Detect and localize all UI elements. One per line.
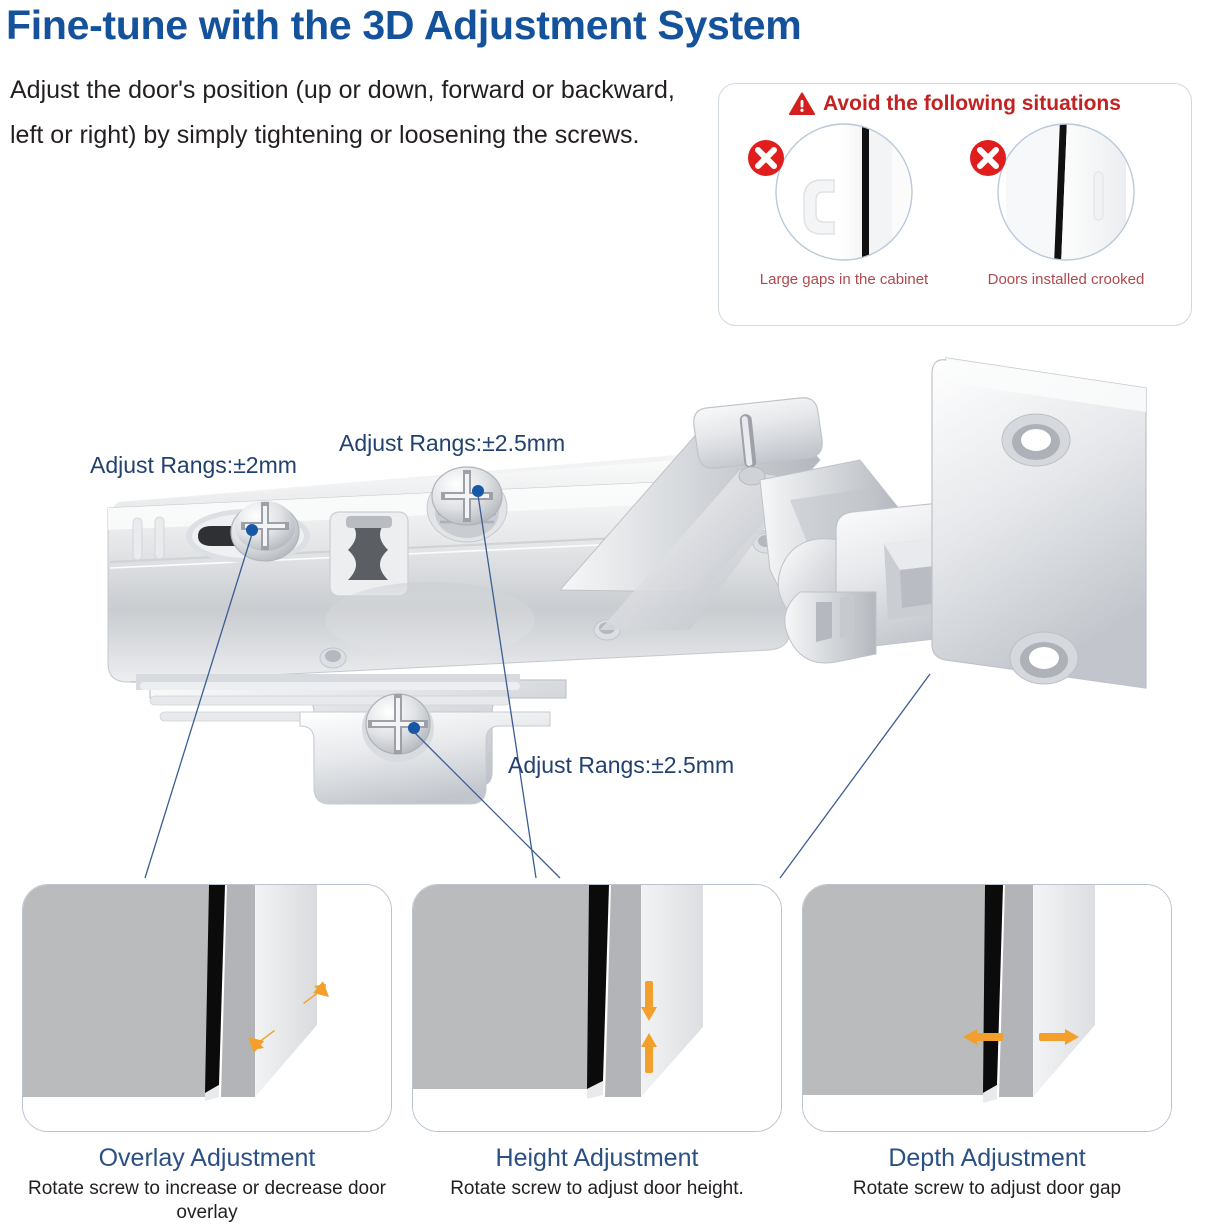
panel-height-adjustment: Height Adjustment Rotate screw to adjust… <box>412 884 782 1225</box>
red-x-icon <box>746 138 786 178</box>
panel-figure-overlay <box>22 884 392 1132</box>
callout-label-height: Adjust Rangs:±2.5mm <box>339 430 566 456</box>
panel-depth-adjustment: Depth Adjustment Rotate screw to adjust … <box>802 884 1172 1225</box>
warning-illustration-crooked-door <box>966 120 1166 265</box>
marker-depth <box>408 722 420 734</box>
panel-desc-overlay: Rotate screw to increase or decrease doo… <box>27 1178 386 1223</box>
callout-label-overlay: Adjust Rangs:±2mm <box>90 452 297 478</box>
callout-label-depth: Adjust Rangs:±2.5mm <box>508 752 735 778</box>
warning-triangle-icon <box>789 92 816 116</box>
warning-item-crooked-door: Doors installed crooked <box>966 120 1166 288</box>
warning-items: Large gaps in the cabinet <box>719 120 1191 288</box>
marker-overlay <box>246 524 258 536</box>
panel-desc-height: Rotate screw to adjust door height. <box>450 1178 744 1199</box>
adjustment-panels: Overlay Adjustment Rotate screw to incre… <box>0 884 1214 1225</box>
intro-paragraph: Adjust the door's position (up or down, … <box>10 76 675 149</box>
panel-overlay-adjustment: Overlay Adjustment Rotate screw to incre… <box>22 884 392 1225</box>
horizontal-double-arrow <box>963 1029 1079 1045</box>
panel-title-height: Height Adjustment <box>495 1144 699 1172</box>
warning-heading-text: Avoid the following situations <box>823 92 1121 115</box>
page-title: Fine-tune with the 3D Adjustment System <box>6 2 802 48</box>
hinge-illustration <box>107 357 1147 879</box>
red-x-icon <box>968 138 1008 178</box>
warning-item-large-gaps: Large gaps in the cabinet <box>744 120 944 288</box>
panel-title-depth: Depth Adjustment <box>888 1144 1086 1172</box>
panel-figure-height <box>412 884 782 1132</box>
panel-figure-depth <box>802 884 1172 1132</box>
marker-height <box>472 485 484 497</box>
warning-card: Avoid the following situations <box>718 83 1192 326</box>
diagonal-double-arrow <box>248 981 329 1053</box>
warning-caption: Doors installed crooked <box>987 271 1145 288</box>
warning-caption: Large gaps in the cabinet <box>759 271 929 288</box>
hinge-hero <box>0 330 1214 890</box>
warning-header: Avoid the following situations <box>719 92 1191 116</box>
warning-illustration-large-gaps <box>744 120 944 265</box>
vertical-double-arrow <box>641 981 657 1073</box>
panel-desc-depth: Rotate screw to adjust door gap <box>852 1178 1122 1199</box>
panel-title-overlay: Overlay Adjustment <box>98 1144 316 1172</box>
